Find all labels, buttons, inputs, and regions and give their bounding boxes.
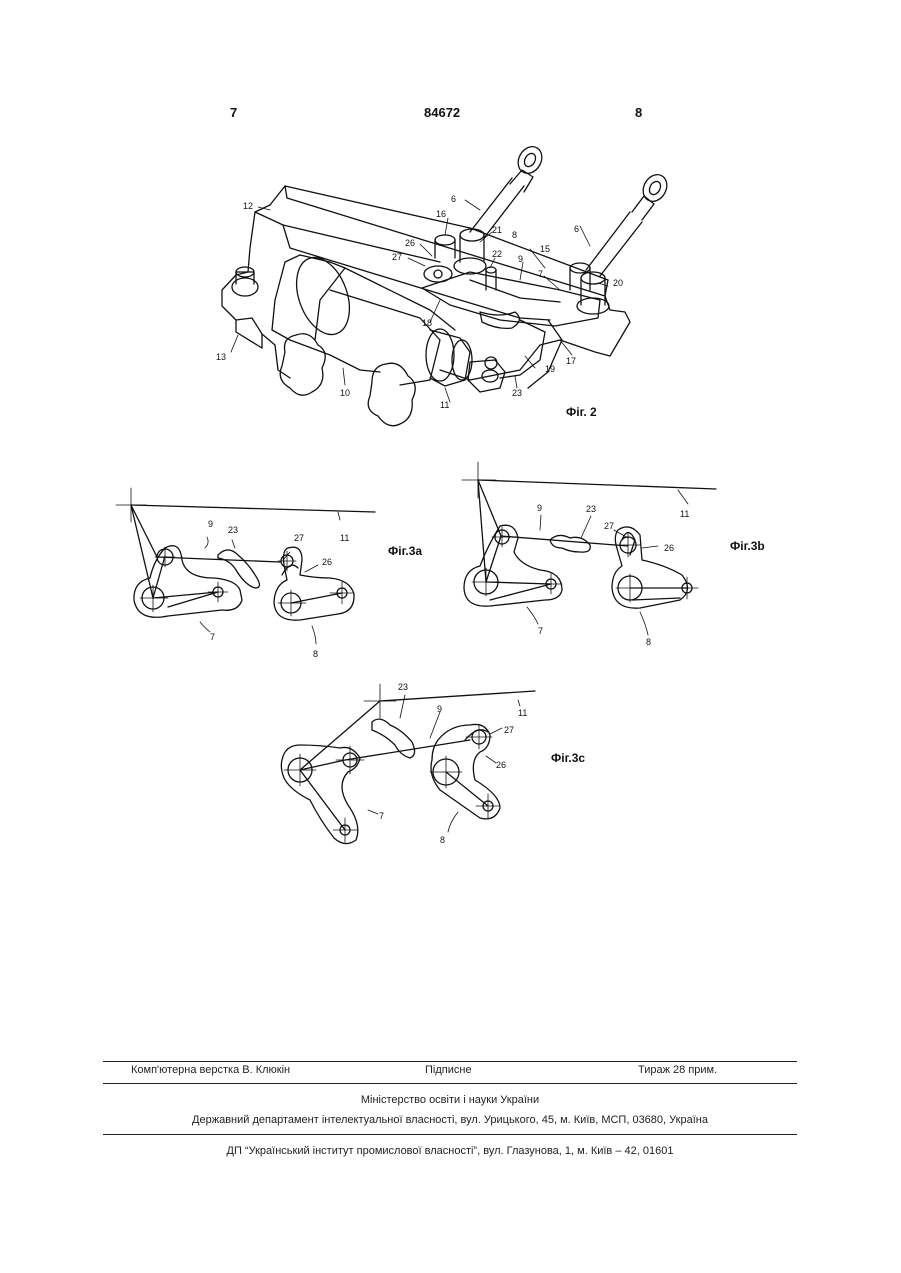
svg-text:20: 20	[613, 278, 623, 288]
svg-text:17: 17	[566, 356, 576, 366]
ministry-line: Міністерство освіти і науки України	[103, 1094, 797, 1106]
svg-text:11: 11	[518, 708, 527, 718]
svg-text:22: 22	[492, 249, 502, 259]
figure-3a-drawing: 9 23 27 11 26 7 8 Фіг.3a	[116, 488, 422, 659]
svg-text:13: 13	[216, 352, 226, 362]
figure-2-labels: 6 6 12 16 21 8 26 15 27 22 9 7 20 18 13 …	[216, 194, 623, 410]
svg-text:23: 23	[398, 682, 408, 692]
svg-text:9: 9	[518, 254, 523, 264]
svg-text:27: 27	[294, 533, 304, 543]
svg-text:6: 6	[451, 194, 456, 204]
department-line: Державний департамент інтелектуальної вл…	[103, 1114, 797, 1126]
rod-right	[586, 170, 672, 276]
svg-text:12: 12	[243, 201, 253, 211]
svg-text:23: 23	[586, 504, 596, 514]
svg-text:6: 6	[574, 224, 579, 234]
svg-text:23: 23	[512, 388, 522, 398]
svg-text:21: 21	[492, 225, 502, 235]
figure-3b-caption: Фіг.3b	[730, 539, 765, 553]
svg-text:11: 11	[340, 533, 349, 543]
figure-3c-caption: Фіг.3c	[551, 751, 585, 765]
svg-text:8: 8	[440, 835, 445, 845]
svg-text:26: 26	[322, 557, 332, 567]
svg-text:15: 15	[540, 244, 550, 254]
svg-text:8: 8	[646, 637, 651, 647]
svg-text:27: 27	[604, 521, 614, 531]
svg-text:26: 26	[496, 760, 506, 770]
svg-text:18: 18	[422, 318, 432, 328]
svg-text:9: 9	[437, 704, 442, 714]
rod-left	[470, 142, 547, 238]
institute-line: ДП “Український інститут промислової вла…	[103, 1145, 797, 1157]
svg-text:27: 27	[392, 252, 402, 262]
figure-3c-labels: 23 11 9 27 26 7 8	[379, 682, 527, 845]
figure-3a-labels: 9 23 27 11 26 7 8	[208, 519, 349, 659]
svg-text:11: 11	[440, 400, 449, 410]
svg-text:8: 8	[512, 230, 517, 240]
figure-3c-drawing: 23 11 9 27 26 7 8 Фіг.3c	[281, 682, 585, 845]
figure-2-drawing: 6 6 12 16 21 8 26 15 27 22 9 7 20 18 13 …	[216, 142, 672, 425]
figure-3b-drawing: 11 9 23 27 26 7 8 Фіг.3b	[462, 462, 765, 647]
svg-text:7: 7	[210, 632, 215, 642]
svg-text:19: 19	[545, 364, 555, 374]
signed-note: Підписне	[425, 1064, 472, 1076]
figure-3b-labels: 11 9 23 27 26 7 8	[537, 503, 689, 647]
svg-text:8: 8	[313, 649, 318, 659]
typesetting-credit: Комп'ютерна верстка В. Клюкін	[131, 1064, 290, 1076]
svg-text:7: 7	[538, 626, 543, 636]
svg-text:10: 10	[340, 388, 350, 398]
svg-text:9: 9	[208, 519, 213, 529]
svg-text:23: 23	[228, 525, 238, 535]
imprint-rule-middle	[103, 1083, 797, 1084]
figure-3a-caption: Фіг.3a	[388, 544, 422, 558]
svg-text:27: 27	[504, 725, 514, 735]
figure-2-caption: Фіг. 2	[566, 405, 597, 419]
svg-text:7: 7	[538, 269, 543, 279]
svg-text:9: 9	[537, 503, 542, 513]
svg-text:16: 16	[436, 209, 446, 219]
patent-drawings: 6 6 12 16 21 8 26 15 27 22 9 7 20 18 13 …	[0, 0, 901, 880]
svg-text:26: 26	[405, 238, 415, 248]
imprint-rule-bottom	[103, 1134, 797, 1135]
imprint-rule-top	[103, 1061, 797, 1062]
circulation-note: Тираж 28 прим.	[638, 1064, 717, 1076]
svg-text:11: 11	[680, 509, 689, 519]
svg-text:7: 7	[379, 811, 384, 821]
svg-text:26: 26	[664, 543, 674, 553]
